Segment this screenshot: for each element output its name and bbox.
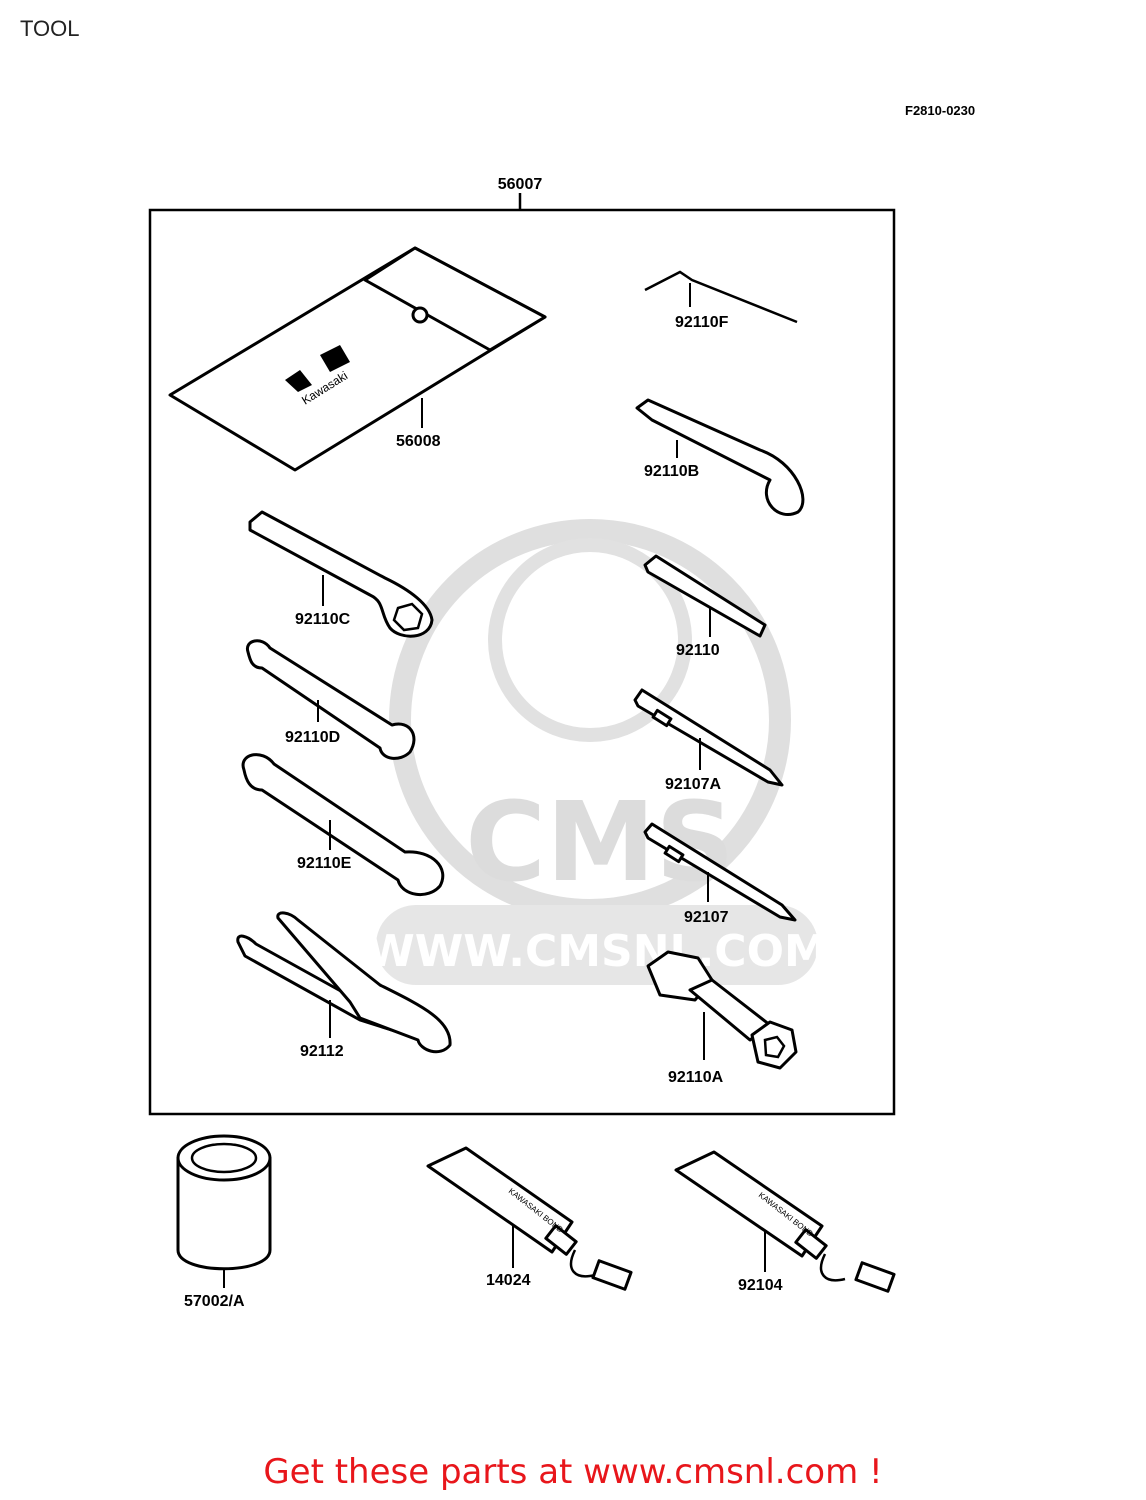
- part-label-92110A: 92110A: [668, 1069, 724, 1086]
- pliers: 92112: [236, 911, 452, 1060]
- part-label-56008: 56008: [396, 433, 441, 450]
- cms-watermark: CMS WWW.CMSNL.COM: [366, 519, 828, 985]
- part-label-57002A: 57002/A: [184, 1293, 245, 1310]
- watermark-banner: [376, 905, 818, 985]
- footer-link[interactable]: Get these parts at www.cmsnl.com !: [263, 1452, 883, 1492]
- part-label-14024: 14024: [486, 1272, 531, 1289]
- part-label-92107: 92107: [684, 909, 729, 926]
- hook-spanner: 92110B: [635, 398, 805, 516]
- part-label-92110B: 92110B: [644, 463, 699, 480]
- open-wrench-small: 92110D: [245, 639, 416, 760]
- watermark-logo: CMS: [465, 778, 734, 906]
- part-label-92110D: 92110D: [285, 729, 340, 746]
- kit-frame: 56007: [148, 176, 896, 1116]
- screwdriver-large: 92107A: [633, 688, 784, 793]
- canister: 57002/A: [176, 1134, 272, 1310]
- parts-diagram: CMS WWW.CMSNL.COM F2810-0230 56007 Kawas…: [148, 103, 975, 1310]
- part-label-92110: 92110: [676, 642, 720, 659]
- part-label-92112: 92112: [300, 1043, 344, 1060]
- watermark-face: [488, 538, 692, 742]
- watermark-url: WWW.CMSNL.COM: [366, 926, 828, 977]
- plug-socket: 92110A: [646, 950, 798, 1086]
- part-label-92110C: 92110C: [295, 611, 351, 628]
- page-title: TOOL: [20, 16, 80, 41]
- part-label-92110F: 92110F: [675, 314, 729, 331]
- open-wrench-large: 92110E: [241, 753, 445, 896]
- part-label-92104: 92104: [738, 1277, 783, 1294]
- ring-spanner: 92110C: [248, 510, 434, 638]
- grease-tube-left: KAWASAKI BOND 14024: [426, 1146, 633, 1291]
- flat-spanner: 92110: [643, 554, 767, 659]
- kit-label: 56007: [498, 176, 543, 193]
- grease-tube-right: KAWASAKI BOND 92104: [674, 1150, 896, 1294]
- part-label-92110E: 92110E: [297, 855, 352, 872]
- figure-code: F2810-0230: [905, 103, 975, 118]
- screwdriver-small: 92107: [643, 822, 797, 926]
- tool-pouch: Kawasaki 56008: [168, 246, 547, 472]
- part-label-92107A: 92107A: [665, 776, 721, 793]
- hex-key: 92110F: [644, 270, 798, 331]
